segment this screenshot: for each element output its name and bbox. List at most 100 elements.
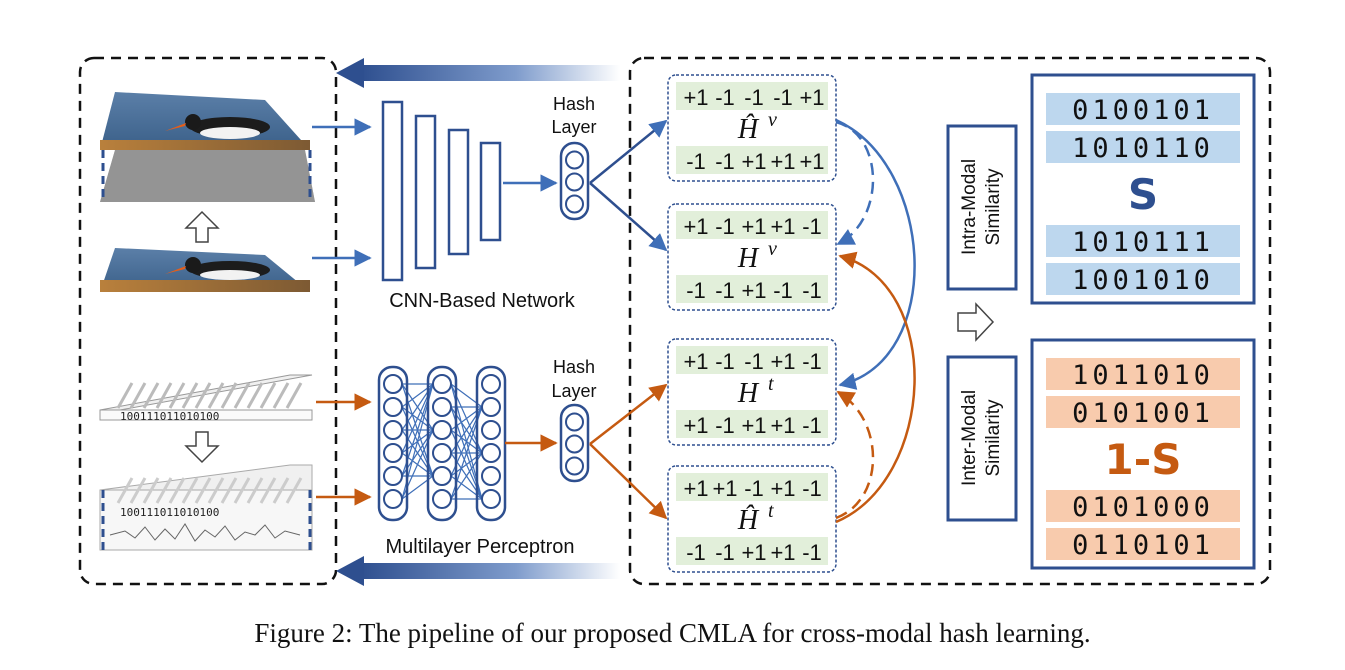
- mlp-network: [377, 365, 507, 522]
- hash-bit: -1: [802, 540, 822, 565]
- svg-text:Similarity: Similarity: [983, 399, 1004, 477]
- faded-word: [285, 382, 303, 409]
- backprop-arrow-bottom: [336, 556, 620, 586]
- hash-code-superscript: t: [768, 500, 774, 522]
- faded-word: [129, 382, 147, 409]
- up-arrow-icon: [184, 210, 220, 243]
- mlp-label: Multilayer Perceptron: [386, 536, 575, 558]
- perturbed-image-stack: [100, 92, 315, 202]
- hash-bit: -1: [715, 413, 735, 438]
- faded-word: [142, 477, 160, 504]
- hash-bit: +1: [683, 85, 708, 110]
- similarity-row: 0110101: [1072, 530, 1214, 561]
- faded-word: [155, 382, 173, 409]
- faded-word: [116, 477, 134, 504]
- hash-bit: -1: [802, 214, 822, 239]
- mlp-neuron: [481, 443, 501, 463]
- hash-layer-label-line1: Hash: [553, 94, 595, 114]
- hash-layer-label-line2: Layer: [551, 117, 596, 137]
- hash-bit: +1: [770, 476, 795, 501]
- hash-bit: -1: [744, 85, 764, 110]
- cnn-label: CNN-Based Network: [389, 290, 576, 312]
- faded-word: [168, 382, 186, 409]
- hash-bit: -1: [715, 149, 735, 174]
- faded-word: [168, 477, 186, 504]
- faded-word: [181, 477, 199, 504]
- hash-bit: +1: [741, 540, 766, 565]
- svg-text:Similarity: Similarity: [983, 168, 1004, 246]
- hash-bit: +1: [683, 476, 708, 501]
- hash-bit: -1: [715, 349, 735, 374]
- hash-arrow-ht: [589, 383, 668, 445]
- similarity-row: 1001010: [1072, 265, 1214, 296]
- hash-bit: -1: [744, 349, 764, 374]
- hash-code-superscript: v: [768, 238, 777, 260]
- faded-word: [142, 382, 160, 409]
- hash-bit: -1: [802, 476, 822, 501]
- figure-caption: Figure 2: The pipeline of our proposed C…: [254, 618, 1091, 648]
- mlp-neuron: [432, 420, 452, 440]
- hash-code-name: Ĥ: [737, 114, 760, 145]
- backprop-arrow-top: [336, 58, 620, 88]
- cnn-network: [381, 100, 502, 282]
- right-arrow-icon: [957, 302, 995, 342]
- similarity-symbol: 1-S: [1105, 435, 1182, 484]
- down-arrow-icon: [184, 431, 220, 464]
- inter-modal-label: Inter-Modal Similarity: [946, 355, 1018, 522]
- faded-word: [129, 477, 147, 504]
- hash-bit: +1: [799, 85, 824, 110]
- hash-panel: [628, 56, 1272, 586]
- hash-bit: +1: [712, 476, 737, 501]
- hash-bit: -1: [686, 149, 706, 174]
- hash-bit: +1: [741, 149, 766, 174]
- curve-ht-hat-to-hv: [835, 251, 916, 524]
- text-hash-layer: Hash Layer: [551, 357, 597, 483]
- faded-word: [259, 477, 277, 504]
- faded-word: [272, 477, 290, 504]
- text-bits-perturbed: 100111011010100: [120, 506, 219, 519]
- mlp-neuron: [383, 397, 403, 417]
- similarity-row: 1010111: [1072, 227, 1214, 258]
- faded-word: [155, 477, 173, 504]
- curve-ht-hat-to-ht: [835, 390, 875, 520]
- hash-bit: +1: [683, 214, 708, 239]
- hash-code-name: H: [737, 243, 760, 274]
- faded-word: [194, 382, 212, 409]
- hash-code-superscript: t: [768, 373, 774, 395]
- hash-bit: +1: [741, 214, 766, 239]
- text-vector: 100111011010100: [99, 374, 313, 423]
- input-panel: [78, 56, 338, 586]
- mlp-neuron: [481, 397, 501, 417]
- perturbed-text-stack: 100111011010100: [99, 464, 313, 551]
- faded-word: [246, 382, 264, 409]
- hash-bit: +1: [741, 278, 766, 303]
- svg-text:Inter-Modal: Inter-Modal: [959, 390, 980, 486]
- mlp-neuron: [383, 466, 403, 486]
- hash-arrow-ht-hat: [589, 443, 668, 520]
- hash-code-name: Ĥ: [737, 505, 760, 536]
- text-bits: 100111011010100: [120, 410, 219, 423]
- mlp-neuron: [481, 420, 501, 440]
- faded-word: [220, 382, 238, 409]
- hash-bit: -1: [686, 540, 706, 565]
- hash-layer-label-line2: Layer: [551, 381, 596, 401]
- faded-word: [272, 382, 290, 409]
- hash-bit: -1: [773, 278, 793, 303]
- mlp-neuron: [432, 397, 452, 417]
- similarity-row: 0101000: [1072, 492, 1214, 523]
- faded-word: [194, 477, 212, 504]
- intra-modal-label: Intra-Modal Similarity: [946, 124, 1018, 291]
- mlp-neuron: [383, 489, 403, 509]
- hash-bit: -1: [773, 85, 793, 110]
- hash-bit: -1: [715, 85, 735, 110]
- hash-bit: +1: [683, 349, 708, 374]
- hash-bit: -1: [715, 540, 735, 565]
- hash-bit: +1: [770, 349, 795, 374]
- faded-word: [116, 382, 134, 409]
- hash-bit: +1: [799, 149, 824, 174]
- similarity-row: 1010110: [1072, 133, 1214, 164]
- hash-bit: +1: [741, 413, 766, 438]
- hash-code-superscript: v: [768, 109, 777, 131]
